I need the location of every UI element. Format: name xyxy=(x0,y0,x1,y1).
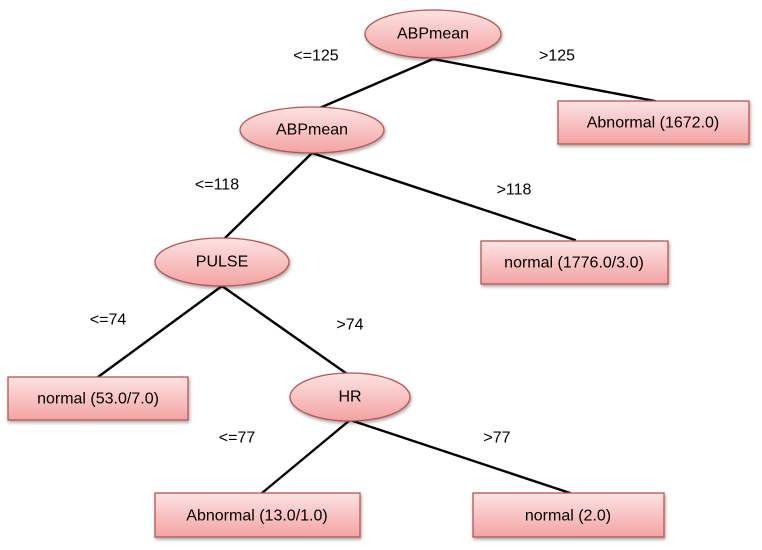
node-label: normal (1776.0/3.0) xyxy=(504,255,644,272)
node-label: HR xyxy=(338,389,361,406)
node-shape xyxy=(289,372,411,422)
node-shape xyxy=(239,106,385,154)
edge-abp2-right xyxy=(310,151,577,242)
node-label: normal (2.0) xyxy=(525,508,611,525)
leaf-node-abnormal-13: Abnormal (13.0/1.0) xyxy=(154,492,361,538)
node-shape xyxy=(557,100,750,145)
node-shape xyxy=(472,492,665,538)
node-label: Abnormal (1672.0) xyxy=(587,115,720,132)
leaf-node-abnormal-1672: Abnormal (1672.0) xyxy=(557,100,750,145)
tree-edges xyxy=(96,57,657,495)
node-label: PULSE xyxy=(196,254,248,271)
edge-label-abp2-right: >118 xyxy=(497,182,532,199)
node-shape xyxy=(364,9,502,59)
edge-label-pulse-left: <=74 xyxy=(90,312,127,329)
decision-node-root: ABPmean xyxy=(364,9,502,59)
node-label: normal (53.0/7.0) xyxy=(37,391,159,408)
leaf-node-normal-53: normal (53.0/7.0) xyxy=(7,376,189,421)
decision-node-pulse: PULSE xyxy=(154,237,290,287)
edge-hr-left xyxy=(260,418,352,495)
edge-labels: <=125 >125 <=118 >118 <=74 >74 <=77 >77 xyxy=(90,48,575,447)
node-shape xyxy=(7,376,189,421)
edge-root-left xyxy=(313,57,435,112)
edge-hr-right xyxy=(348,418,572,495)
node-label: Abnormal (13.0/1.0) xyxy=(186,508,327,525)
edge-label-hr-right: >77 xyxy=(483,430,510,447)
node-label: ABPmean xyxy=(397,26,469,43)
edge-root-right xyxy=(431,57,657,103)
node-shape xyxy=(480,240,669,285)
edge-label-abp2-left: <=118 xyxy=(195,177,239,194)
edge-label-hr-left: <=77 xyxy=(219,430,256,447)
decision-node-hr: HR xyxy=(289,372,411,422)
node-shape xyxy=(154,492,361,538)
edge-label-pulse-right: >74 xyxy=(336,317,363,334)
leaf-node-normal-2: normal (2.0) xyxy=(472,492,665,538)
edge-pulse-right xyxy=(220,284,352,378)
edge-label-root-right: >125 xyxy=(539,48,575,65)
node-label: ABPmean xyxy=(276,122,348,139)
leaf-node-normal-1776: normal (1776.0/3.0) xyxy=(480,240,669,285)
decision-node-abpmean: ABPmean xyxy=(239,106,385,154)
edge-abp2-left xyxy=(223,151,314,240)
edge-pulse-left xyxy=(96,284,224,379)
node-shape xyxy=(154,237,290,287)
edge-label-root-left: <=125 xyxy=(293,48,338,65)
